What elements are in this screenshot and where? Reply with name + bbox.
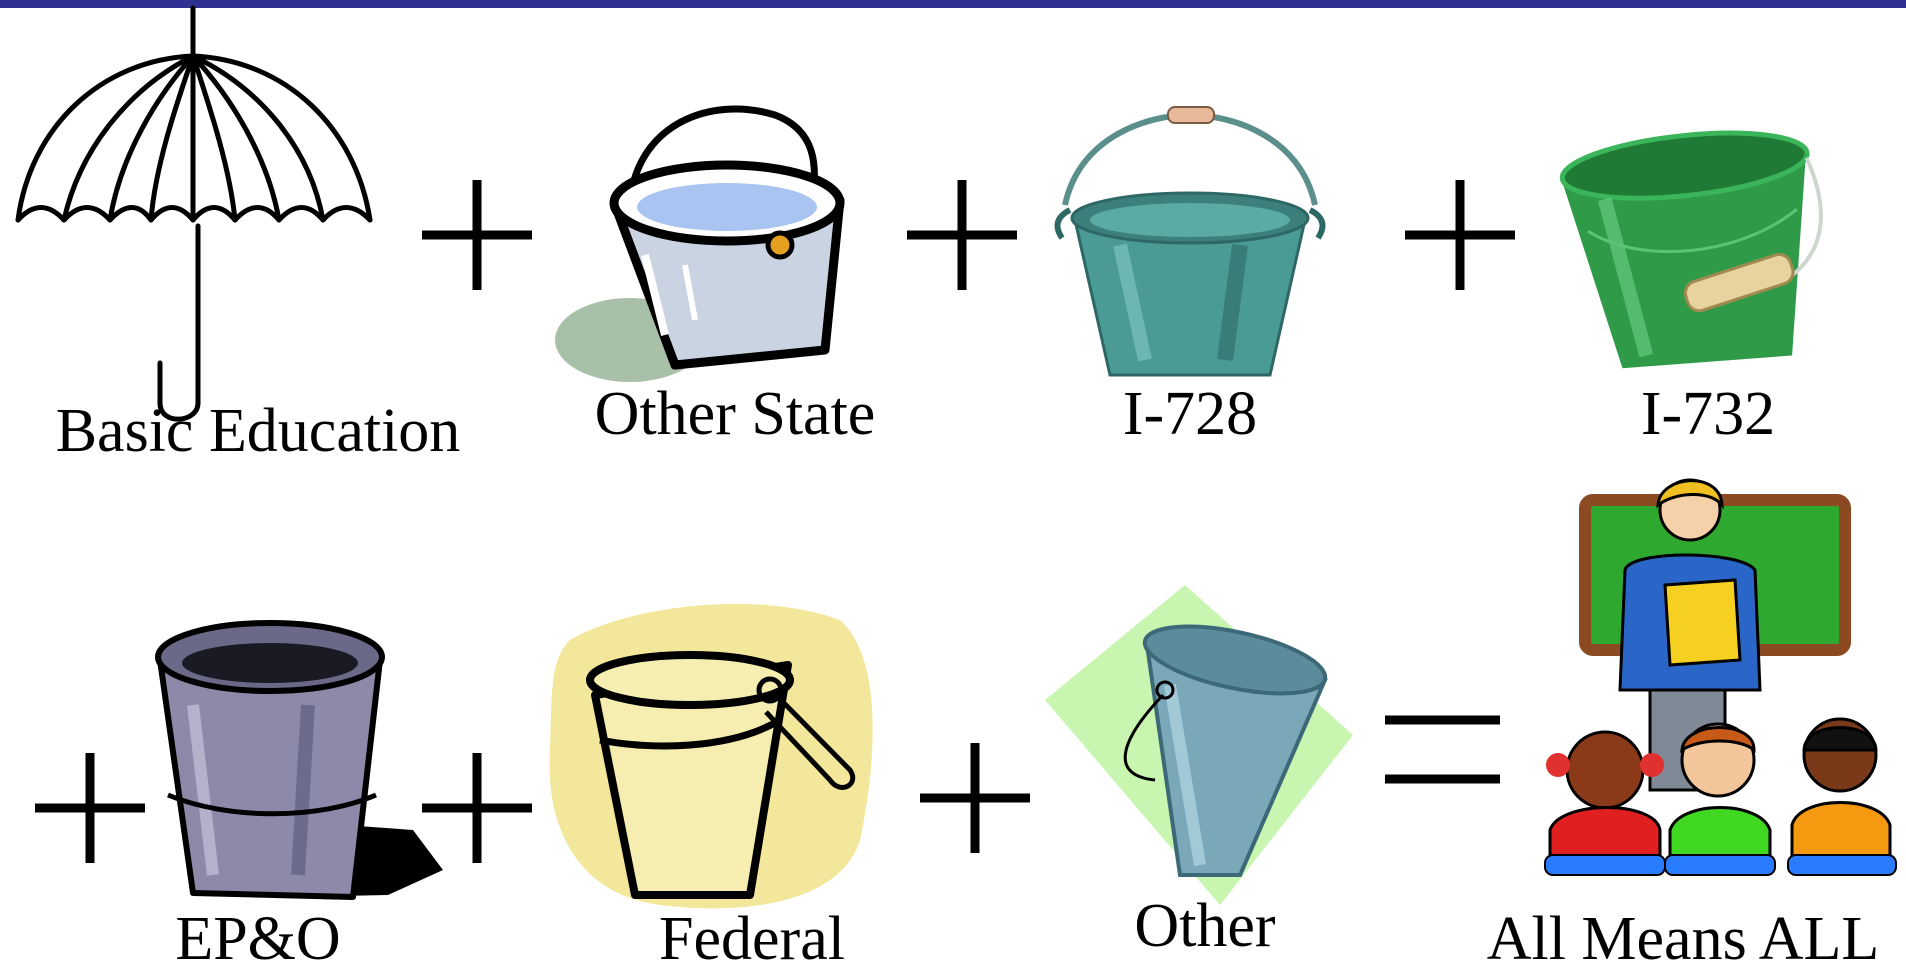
blue-bucket-icon xyxy=(1035,585,1355,905)
item-label: Other xyxy=(1134,895,1275,957)
green-bucket-icon xyxy=(1550,110,1840,380)
item-label: Other State xyxy=(595,383,876,445)
top-accent-bar xyxy=(0,0,1906,8)
item-label: Basic Education xyxy=(56,400,461,462)
plus-sign xyxy=(422,180,532,290)
classroom-icon xyxy=(1530,470,1906,890)
plus-sign xyxy=(920,743,1030,853)
item-label: EP&O xyxy=(175,908,340,970)
item-label: All Means ALL xyxy=(1487,908,1880,970)
item-label: I-728 xyxy=(1123,383,1257,445)
equals-sign xyxy=(1385,712,1500,787)
gray-bucket-icon xyxy=(148,615,448,905)
plus-sign xyxy=(1405,180,1515,290)
yellow-bucket-icon xyxy=(540,600,880,920)
umbrella-icon xyxy=(10,8,390,428)
plus-sign xyxy=(907,180,1017,290)
item-label: Federal xyxy=(659,908,845,970)
pail-icon xyxy=(535,95,865,395)
plus-sign xyxy=(35,753,145,863)
plus-sign xyxy=(422,753,532,863)
item-label: I-732 xyxy=(1641,383,1775,445)
teal-bucket-icon xyxy=(1040,105,1340,385)
